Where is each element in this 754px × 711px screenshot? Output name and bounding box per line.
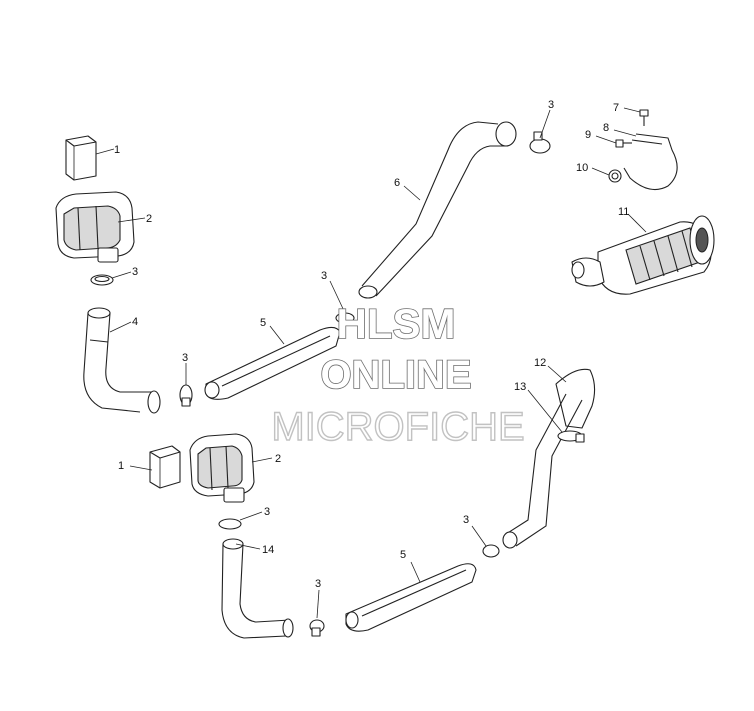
callout-11: 11 [618,206,629,218]
part-6-hose [358,121,517,299]
callout-9: 9 [585,129,591,141]
part-4-hose [83,307,161,414]
callout-3-c: 3 [321,270,327,282]
callout-2-lower: 2 [275,453,281,465]
callout-7: 7 [613,102,619,114]
part-10-nut [608,169,622,183]
callout-10: 10 [576,162,588,174]
clamp-3-b [529,131,551,154]
callout-1-upper: 1 [114,144,120,156]
callout-12: 12 [534,357,546,369]
callout-8: 8 [603,122,609,134]
part-12-hose [502,368,596,549]
callout-4: 4 [132,316,138,328]
clamp-3-g [309,619,325,637]
callout-3-b: 3 [548,99,554,111]
part-13-clamp [557,430,585,443]
watermark-line-1: HLSM [337,300,456,347]
callout-1-lower: 1 [118,460,124,472]
callout-2-upper: 2 [146,213,152,225]
callout-6: 6 [394,177,400,189]
clamp-3-f [482,544,500,558]
watermark-line-3: MICROFICHE [271,405,524,449]
part-7-bolt [639,109,649,126]
part-1-upper [65,135,97,181]
leader-lines [95,107,647,619]
clamp-3-e [218,518,242,530]
callout-3-g: 3 [315,578,321,590]
part-14-hose [221,538,294,639]
callout-3-e: 3 [264,506,270,518]
part-9-bolt [615,139,632,148]
callout-5-lower: 5 [400,549,406,561]
part-2-upper [55,191,135,263]
part-5-lower-duct [345,563,477,632]
callout-14: 14 [262,544,274,556]
clamp-3-a [90,274,114,286]
callout-labels: 1 2 3 4 5 3 3 6 3 7 8 9 10 11 12 13 1 2 … [114,99,629,590]
part-5-upper-duct [204,326,341,400]
callout-3-a: 3 [132,266,138,278]
callout-13: 13 [514,381,526,393]
part-2-lower [189,433,255,503]
watermark: HLSM ONLINE MICROFICHE [271,299,526,450]
callout-5-upper: 5 [260,317,266,329]
part-11-air-filter [571,215,715,295]
clamp-3-d [179,384,193,407]
part-8-bracket [623,133,678,191]
callout-3-d: 3 [182,352,188,364]
watermark-line-2: ONLINE [320,353,471,397]
part-1-lower [149,445,181,489]
callout-3-f: 3 [463,514,469,526]
